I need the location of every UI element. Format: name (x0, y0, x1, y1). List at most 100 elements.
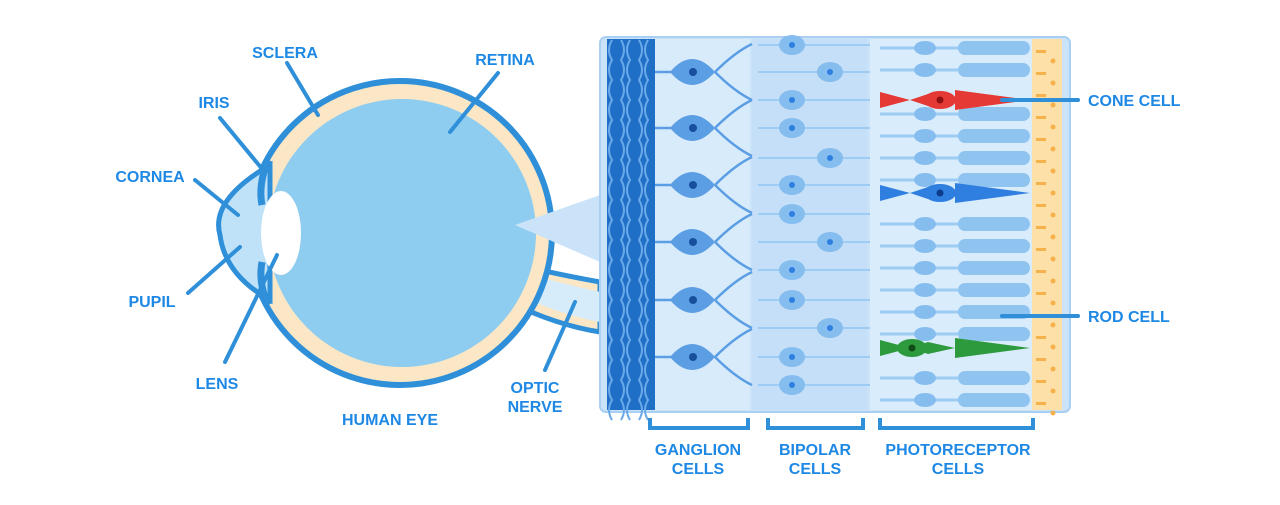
ganglion-nucleus (689, 68, 697, 76)
bipolar-nucleus (789, 211, 795, 217)
pupil-label: PUPIL (128, 294, 175, 311)
pigment-mark (1036, 358, 1046, 361)
cornea (216, 160, 273, 305)
bipolar-cells-label-line1: BIPOLAR (779, 442, 851, 459)
rod-nucleus-body (914, 41, 936, 55)
rod-cell (958, 393, 1030, 407)
rod-cell-label: ROD CELL (1088, 309, 1170, 326)
nerve-fiber (619, 39, 625, 421)
iris-label: IRIS (198, 95, 229, 112)
human-eye-label: HUMAN EYE (342, 412, 438, 429)
pigment-mark (1036, 160, 1046, 163)
rod-cell (958, 173, 1030, 187)
rod-cell (958, 327, 1030, 341)
rod-cell (958, 63, 1030, 77)
rod-nucleus-body (914, 129, 936, 143)
pigment-dot (1050, 322, 1056, 328)
nerve-fiber (644, 39, 650, 421)
optic-nerve-label-line1: OPTIC (511, 380, 560, 397)
leader-lines (186, 61, 1080, 372)
bipolar-nucleus (789, 382, 795, 388)
rod-nucleus-body (914, 305, 936, 319)
sclera-leader (285, 61, 320, 117)
nerve-fiber (637, 39, 643, 421)
rod-nucleus-body (914, 63, 936, 77)
nerve-fiber-layer (607, 39, 655, 410)
pigment-mark (1036, 402, 1046, 405)
pigment-dot (1050, 234, 1056, 240)
pigment-dot (1050, 212, 1056, 218)
bipolar-nucleus (789, 125, 795, 131)
vitreous (268, 99, 536, 367)
lens-leader (223, 253, 279, 364)
cone-cell-green (880, 338, 1030, 358)
ganglion-nucleus (689, 124, 697, 132)
rod-nucleus-body (914, 283, 936, 297)
rod-cell (958, 261, 1030, 275)
rod-nucleus-body (914, 217, 936, 231)
rod-cell (958, 129, 1030, 143)
iris (257, 158, 272, 206)
bipolar-nucleus (789, 297, 795, 303)
bipolar-bracket (766, 418, 865, 430)
rod-nucleus-body (914, 371, 936, 385)
pigment-dot (1050, 124, 1056, 130)
optic-nerve-leader (543, 300, 577, 372)
pigment-marks (1036, 50, 1056, 416)
rod-nucleus-body (914, 107, 936, 121)
pigment-mark (1036, 138, 1046, 141)
ganglion-cells-label-line1: GANGLION (655, 442, 741, 459)
ganglion-bracket (648, 418, 750, 430)
ganglion-nucleus (689, 353, 697, 361)
rod-cell (958, 151, 1030, 165)
bipolar-nucleus (789, 354, 795, 360)
layer-brackets (648, 418, 1035, 430)
pigment-dot (1050, 168, 1056, 174)
pupil-leader (186, 245, 242, 295)
pigment-mark (1036, 270, 1046, 273)
ganglion-nucleus (689, 238, 697, 246)
optic-nerve-label-line2: NERVE (508, 399, 563, 416)
pigment-dot (1050, 58, 1056, 64)
rod-cell (958, 41, 1030, 55)
bipolar-layer (758, 35, 870, 395)
bipolar-cells-label-line2: CELLS (789, 461, 842, 478)
cornea-leader (193, 178, 240, 217)
lens-label: LENS (196, 376, 239, 393)
pigment-dot (1050, 80, 1056, 86)
retina-panel (599, 35, 1071, 421)
rod-nucleus-body (914, 151, 936, 165)
photoreceptor-cells-label-line1: PHOTORECEPTOR (885, 442, 1031, 459)
ganglion-nucleus (689, 296, 697, 304)
pigment-mark (1036, 336, 1046, 339)
pigment-mark (1036, 72, 1046, 75)
pigment-mark (1036, 94, 1046, 97)
pigment-dot (1050, 146, 1056, 152)
bipolar-nucleus (789, 42, 795, 48)
bipolar-nucleus (789, 182, 795, 188)
pigment-mark (1036, 182, 1046, 185)
pigment-mark (1036, 50, 1046, 53)
bipolar-nucleus (827, 155, 833, 161)
rod-nucleus-body (914, 327, 936, 341)
pigment-dot (1050, 410, 1056, 416)
pigment-mark (1036, 226, 1046, 229)
iris-leader (218, 116, 265, 172)
bipolar-band (752, 39, 867, 410)
bipolar-nucleus (789, 267, 795, 273)
rod-nucleus-body (914, 261, 936, 275)
pigment-mark (1036, 116, 1046, 119)
bipolar-nucleus (789, 97, 795, 103)
rod-cell (958, 217, 1030, 231)
pigment-mark (1036, 248, 1046, 251)
sclera-label: SCLERA (252, 45, 318, 62)
bipolar-nucleus (827, 325, 833, 331)
retina-leader (448, 71, 500, 134)
rod-nucleus-body (914, 393, 936, 407)
pigment-dot (1050, 278, 1056, 284)
photoreceptor-bracket (878, 418, 1035, 430)
rod-cell (958, 239, 1030, 253)
bipolar-nucleus (827, 69, 833, 75)
pigment-dot (1050, 300, 1056, 306)
